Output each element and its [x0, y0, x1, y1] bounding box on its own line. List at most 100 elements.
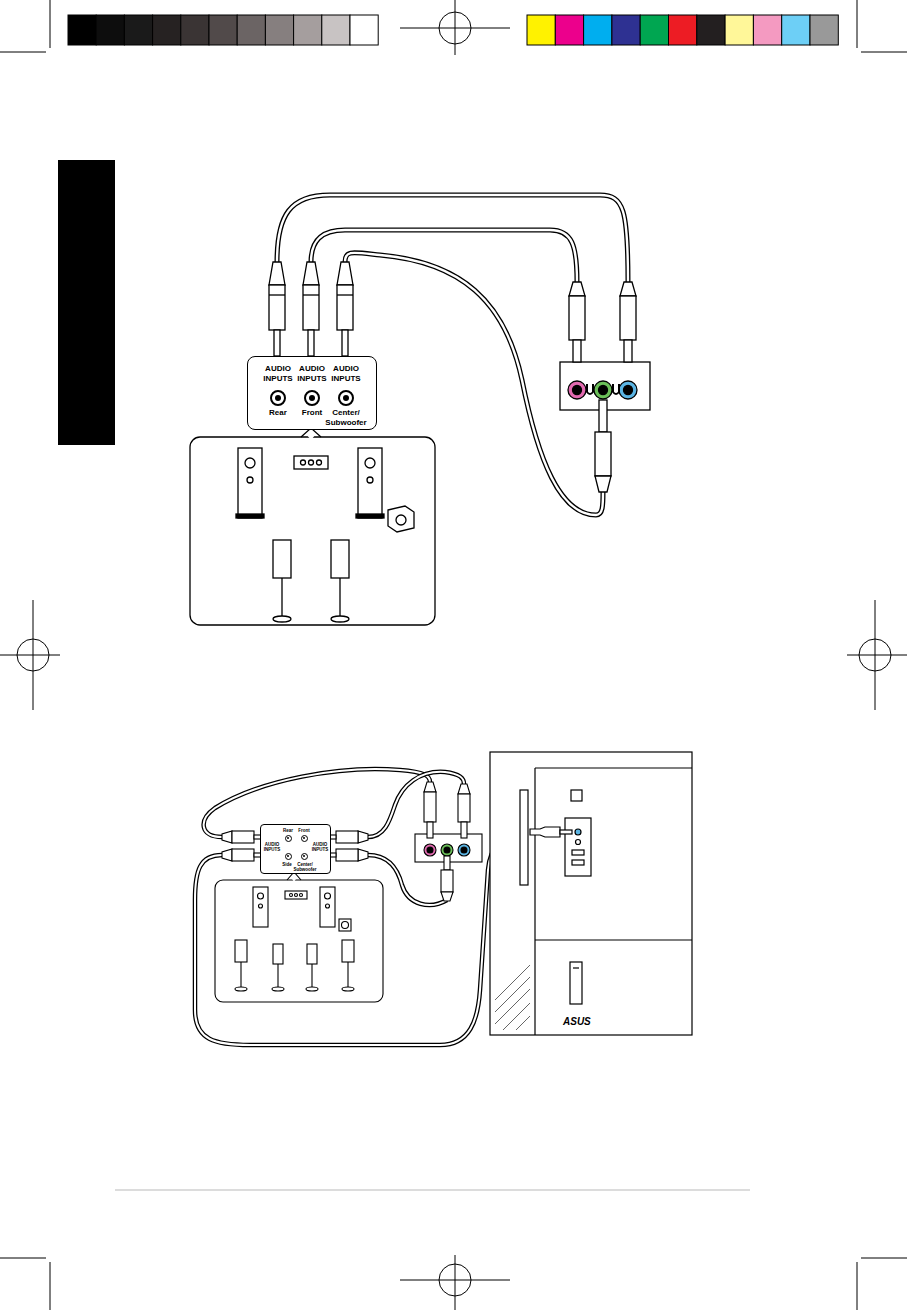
stand-base	[331, 616, 349, 622]
speaker-cone	[301, 460, 306, 465]
speaker-cone	[309, 460, 314, 465]
crop-line	[50, 0, 51, 48]
crop-line	[857, 0, 858, 48]
jack-socket	[285, 835, 292, 842]
swatch	[96, 15, 124, 45]
tower-bevel	[534, 768, 535, 1035]
port-label: AUDIO INPUTS	[258, 364, 298, 383]
speaker-base	[356, 514, 384, 518]
usb-port	[572, 860, 584, 865]
plug-body	[441, 870, 453, 892]
swatch	[584, 15, 612, 45]
plug-pin	[308, 330, 314, 356]
speaker-stand	[347, 962, 348, 988]
footer-rule	[115, 1189, 750, 1191]
cable	[277, 195, 628, 282]
port-label: AUDIO INPUTS	[263, 842, 281, 852]
crop-line	[861, 52, 907, 53]
swatch	[782, 15, 810, 45]
speaker-frame	[190, 437, 435, 625]
swatch	[322, 15, 350, 45]
swatch	[725, 15, 753, 45]
swatch	[810, 15, 838, 45]
tower-speaker	[253, 887, 268, 927]
subwoofer	[339, 919, 351, 931]
speaker-cone	[367, 477, 373, 483]
jack-socket	[270, 390, 286, 406]
plug-taper	[303, 262, 319, 285]
rca-plugs-top	[269, 262, 353, 356]
swatch	[68, 15, 96, 45]
plug-neck	[599, 400, 607, 432]
cable	[195, 832, 530, 1045]
plug-taper	[569, 282, 585, 296]
port-label: Center/ Subwoofer	[318, 408, 374, 427]
plug-taper	[222, 831, 232, 843]
speaker-cone	[317, 460, 322, 465]
swatch	[753, 15, 781, 45]
jack-socket	[301, 853, 308, 860]
card-reader	[570, 962, 582, 1004]
swatch	[555, 15, 583, 45]
stand-base	[235, 987, 247, 991]
swatch	[209, 15, 237, 45]
speaker-cone	[300, 894, 303, 897]
satellite-speaker	[273, 540, 291, 578]
port-label: Center/ Subwoofer	[292, 862, 318, 872]
satellite-speaker	[307, 944, 317, 964]
speaker-set-top	[190, 428, 435, 625]
reg-line	[875, 600, 876, 710]
swatch	[697, 15, 725, 45]
plug-taper	[441, 892, 453, 901]
reg-line	[33, 600, 34, 710]
speaker-set-bottom	[215, 871, 383, 1002]
jack-blue	[458, 844, 470, 856]
swatch	[124, 15, 152, 45]
swatch	[612, 15, 640, 45]
jack-hole	[444, 847, 450, 853]
plug-pin	[274, 330, 280, 356]
plug-body	[620, 296, 636, 340]
plug-rib	[337, 294, 353, 295]
colour-bar	[527, 15, 838, 45]
plug-neck	[573, 340, 581, 362]
cables-bottom	[195, 769, 530, 1045]
plug-taper	[424, 782, 436, 792]
jack-plugs-bottom	[424, 782, 470, 901]
plug-neck	[461, 822, 467, 838]
jack-blue	[619, 381, 637, 399]
swatch	[527, 15, 555, 45]
crop-line	[857, 1262, 858, 1310]
jack-green	[441, 844, 453, 856]
jack-hole	[599, 386, 608, 395]
tower-case	[490, 752, 692, 1035]
plug-taper	[358, 831, 368, 843]
plug-taper	[620, 282, 636, 296]
speaker-cone	[326, 904, 330, 908]
speaker-cone	[259, 904, 263, 908]
speaker-cone	[247, 477, 253, 483]
stand-base	[306, 987, 318, 991]
speaker-cone	[258, 893, 264, 899]
plug-neck	[427, 822, 433, 838]
jack-socket	[304, 390, 320, 406]
satellite-speaker	[235, 940, 247, 962]
plug-rib	[269, 294, 285, 295]
jack-hole	[624, 386, 633, 395]
jack-socket	[338, 390, 354, 406]
tower-seam	[535, 939, 692, 940]
speaker-frame	[215, 880, 383, 1002]
plug-body	[232, 831, 254, 843]
center-speaker	[294, 456, 328, 469]
port-label: AUDIO INPUTS	[326, 364, 366, 383]
jack-hole	[573, 386, 582, 395]
speaker-cone	[295, 894, 298, 897]
plug-pin	[560, 830, 572, 834]
side-tab	[58, 160, 115, 445]
port-label: AUDIO INPUTS	[311, 842, 329, 852]
cable-core	[368, 772, 464, 837]
swatch	[350, 15, 378, 45]
